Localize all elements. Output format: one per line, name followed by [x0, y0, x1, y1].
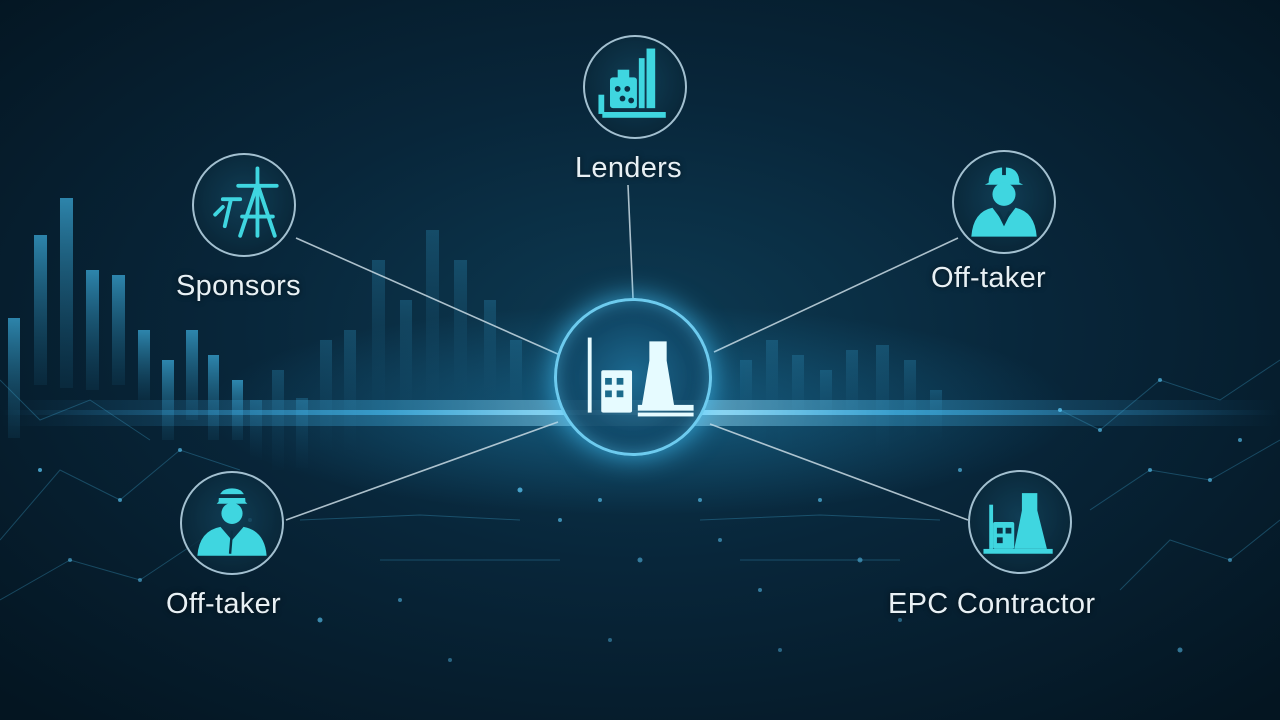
factory-icon — [598, 48, 666, 118]
offtaker-right-label: Off-taker — [931, 262, 1046, 294]
epc-label: EPC Contractor — [888, 588, 1096, 620]
power-plant-icon — [587, 337, 694, 417]
engineer-icon — [971, 165, 1037, 237]
lenders-node — [583, 35, 687, 139]
link-epc — [709, 423, 969, 521]
link-sponsors — [295, 237, 561, 356]
offtaker-right-node — [952, 150, 1056, 254]
epc-node — [968, 470, 1072, 574]
tools-tower-icon — [213, 166, 279, 238]
lenders-label: Lenders — [575, 152, 682, 184]
engineer-icon — [197, 488, 267, 556]
offtaker-left-label: Off-taker — [166, 588, 281, 620]
link-offtaker-right — [713, 237, 959, 353]
link-lenders — [627, 184, 634, 299]
hub-node — [554, 298, 712, 456]
sponsors-node — [192, 153, 296, 257]
cooling-tower-icon — [983, 493, 1053, 554]
offtaker-left-node — [180, 471, 284, 575]
link-offtaker-left — [285, 421, 559, 521]
sponsors-label: Sponsors — [176, 270, 301, 302]
